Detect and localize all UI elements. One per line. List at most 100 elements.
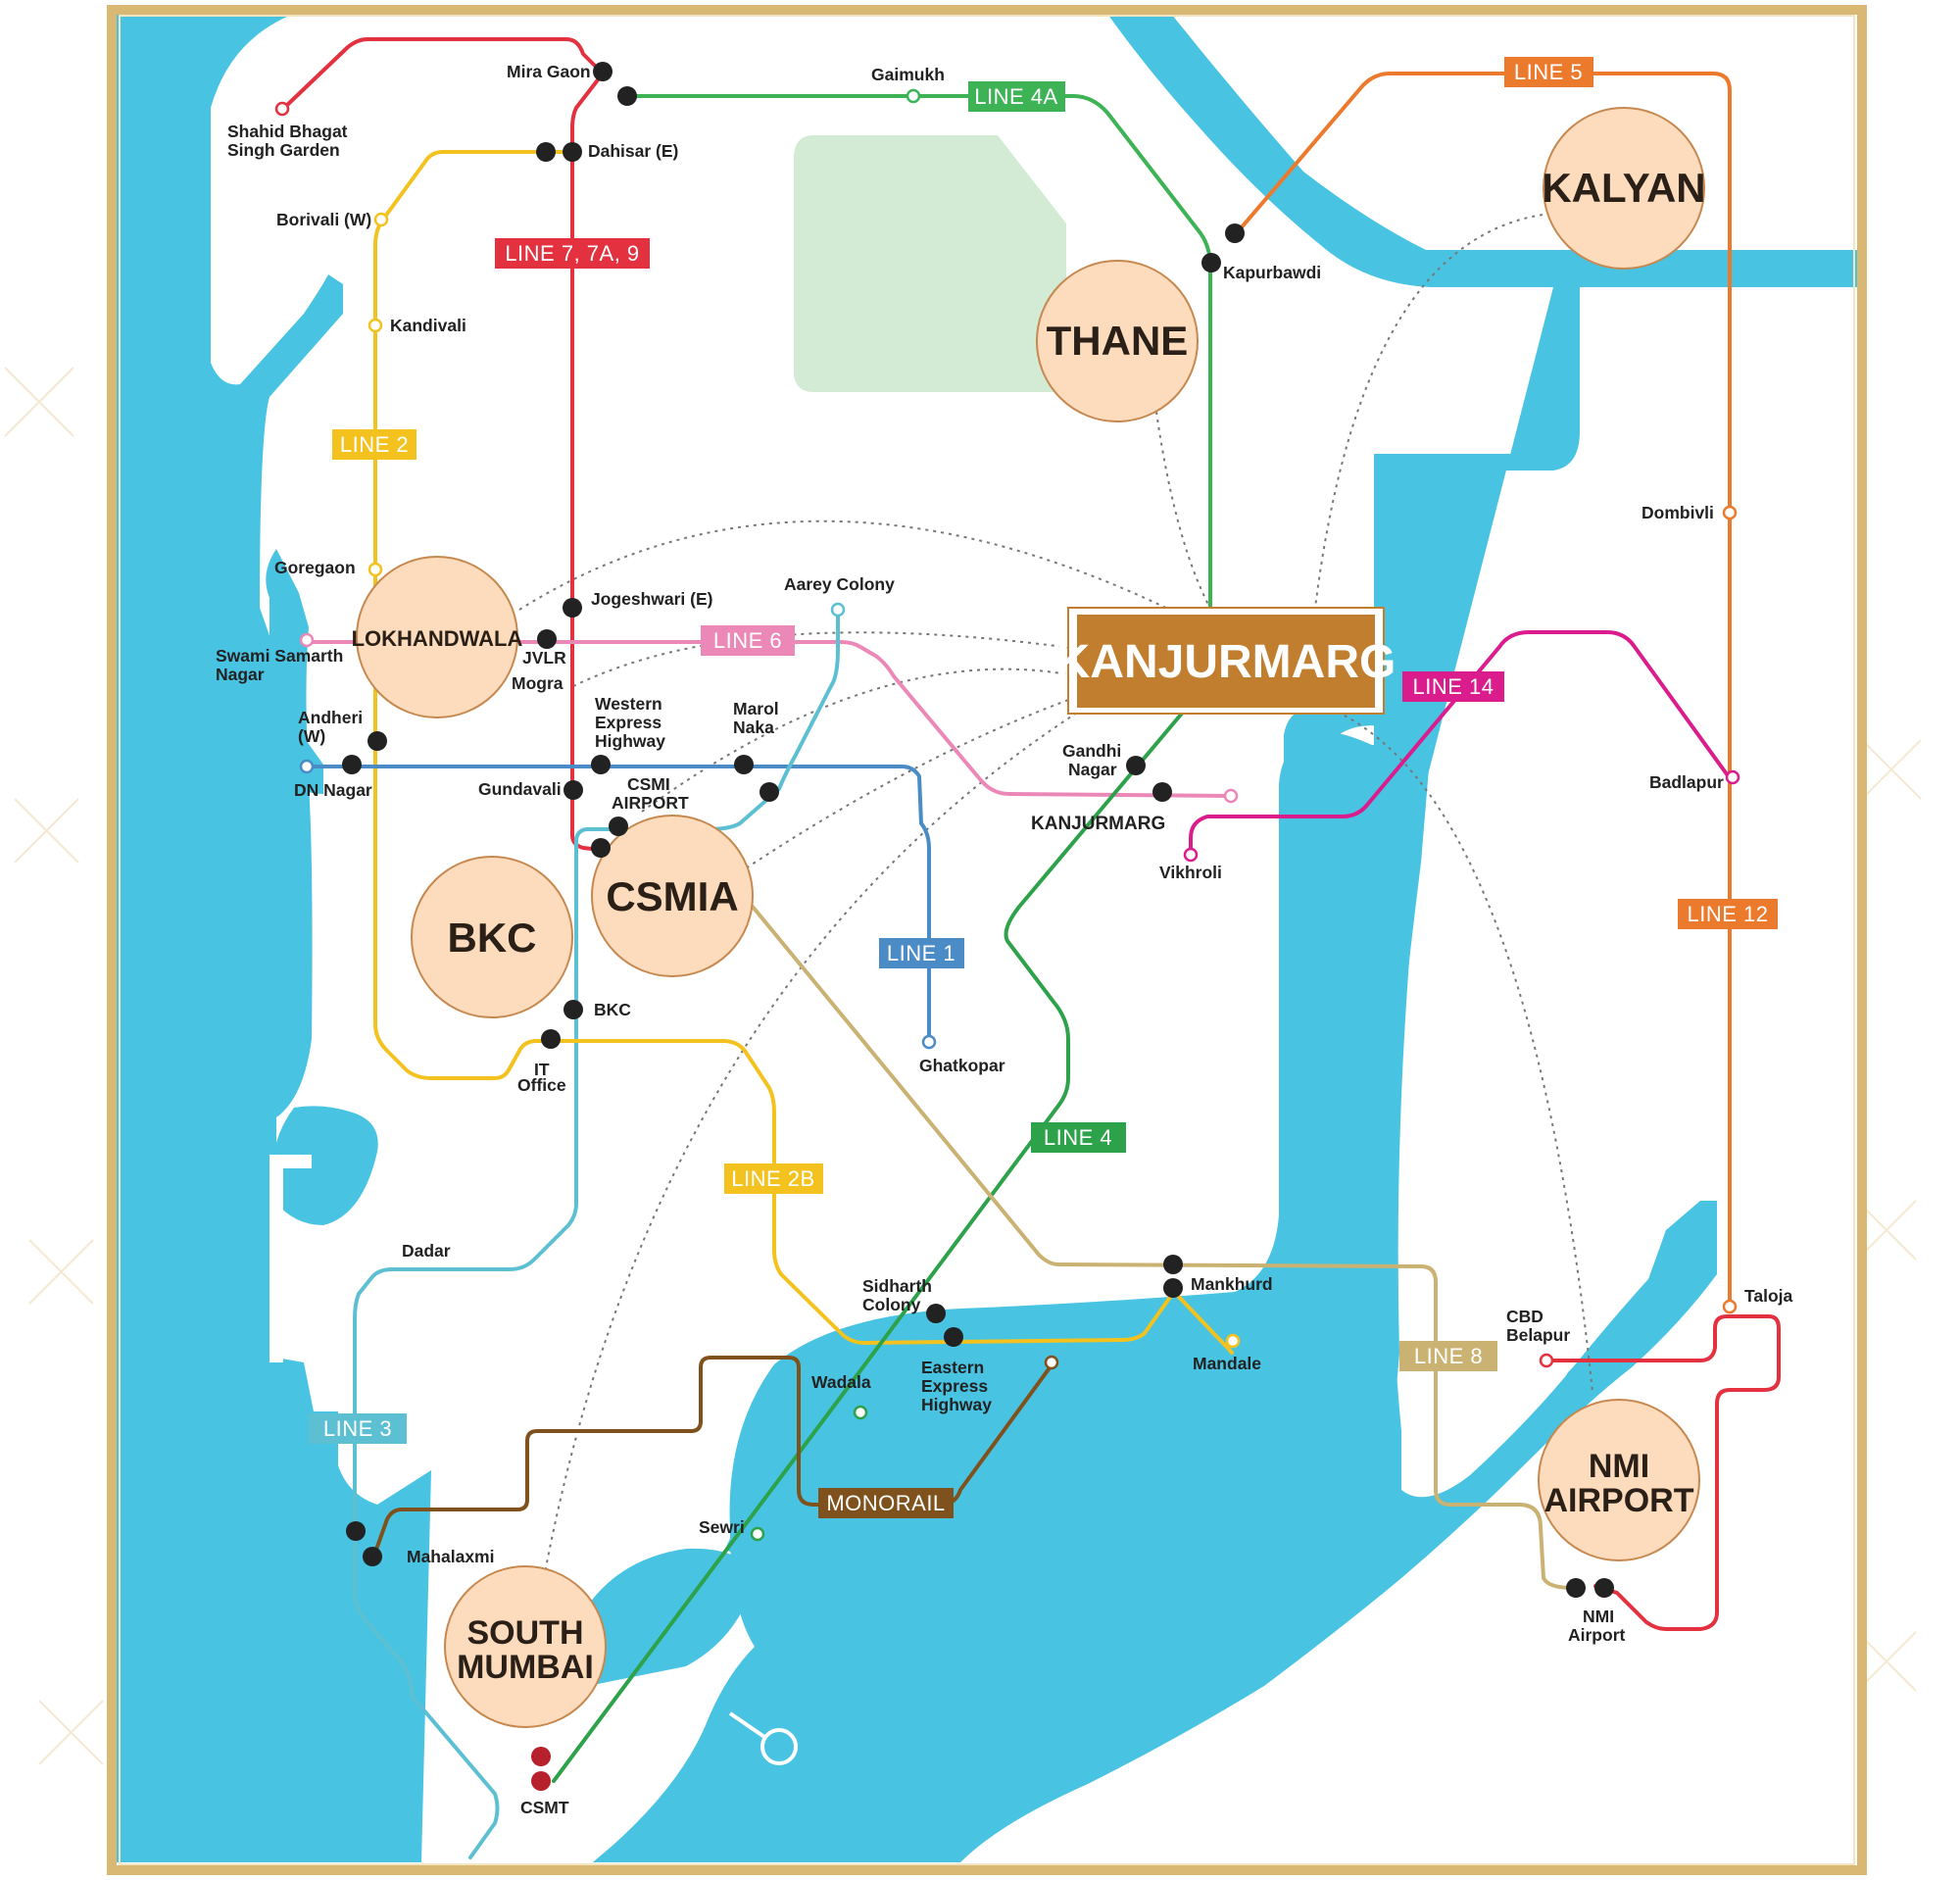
marker-wadala[interactable] [853, 1405, 868, 1420]
hub-south-mumbai-label-1: SOUTH [467, 1614, 584, 1652]
marker-csmt-2[interactable] [531, 1771, 551, 1791]
tag-line-4a[interactable]: LINE 4A [968, 81, 1065, 112]
tag-line-2[interactable]: LINE 2 [332, 429, 416, 460]
marker-mankhurd-2[interactable] [1163, 1278, 1183, 1298]
marker-mira-gaon-1[interactable] [593, 62, 612, 81]
hub-bkc-label: BKC [448, 915, 537, 961]
tag-line-7[interactable]: LINE 7, 7A, 9 [495, 238, 650, 269]
label-andheri-2: (W) [298, 726, 325, 746]
marker-gandhi-nagar-1[interactable] [1126, 756, 1146, 775]
hub-nmi-label-1: NMI [1589, 1448, 1649, 1485]
line-3-route [353, 608, 840, 1859]
focus-kanjurmarg[interactable]: KANJURMARG [1056, 607, 1396, 715]
hub-thane[interactable]: THANE [1036, 260, 1199, 422]
label-marol-1: Marol [733, 699, 779, 718]
hubs: KALYAN THANE LOKHANDWALA BKC CSMIA SOUTH… [352, 107, 1706, 1728]
tag-line-1[interactable]: LINE 1 [879, 938, 964, 968]
marker-dombivli[interactable] [1722, 505, 1738, 520]
label-eeh-2: Express [921, 1376, 988, 1396]
marker-weh[interactable] [591, 755, 611, 774]
line-14-route [1189, 630, 1732, 857]
marker-kanjurmarg[interactable] [1223, 788, 1239, 804]
tag-line-2b[interactable]: LINE 2B [724, 1163, 823, 1194]
line-2-route [373, 150, 1234, 1355]
svg-text:LINE 8: LINE 8 [1414, 1344, 1483, 1368]
marker-borivali[interactable] [373, 212, 389, 227]
marker-andheri-1[interactable] [368, 731, 387, 751]
tag-line-6[interactable]: LINE 6 [701, 625, 795, 656]
hub-nmi-airport[interactable]: NMI AIRPORT [1538, 1399, 1700, 1561]
tag-line-3[interactable]: LINE 3 [309, 1413, 407, 1444]
marker-gundavali[interactable] [564, 780, 583, 800]
marker-vikhroli[interactable] [1183, 847, 1199, 863]
tag-monorail[interactable]: MONORAIL [818, 1488, 954, 1518]
marker-dahisar-1[interactable] [536, 142, 556, 162]
marker-andheri-2[interactable] [342, 755, 362, 774]
tag-line-4[interactable]: LINE 4 [1031, 1122, 1126, 1153]
marker-csmi-1[interactable] [609, 816, 628, 836]
label-jogeshwari: Jogeshwari (E) [591, 589, 712, 609]
hub-kalyan[interactable]: KALYAN [1542, 107, 1706, 270]
hub-bkc[interactable]: BKC [411, 856, 573, 1018]
marker-csmt-1[interactable] [531, 1747, 551, 1766]
marker-bkc-1[interactable] [564, 1000, 583, 1019]
marker-sewri[interactable] [750, 1526, 765, 1542]
creek-ne [1107, 14, 1857, 287]
terminal-markers [274, 88, 1740, 1542]
marker-dahisar-2[interactable] [563, 142, 582, 162]
hub-lokhandwala-label: LOKHANDWALA [352, 626, 523, 651]
marker-jvlr[interactable] [537, 629, 557, 649]
svg-text:LINE 2B: LINE 2B [731, 1166, 814, 1191]
marker-mira-gaon-2[interactable] [617, 86, 637, 106]
marker-aarey[interactable] [830, 602, 846, 618]
label-mandale: Mandale [1193, 1354, 1261, 1373]
label-it-1: IT [534, 1060, 550, 1079]
marker-taloja[interactable] [1722, 1299, 1738, 1314]
marker-sidharth[interactable] [926, 1304, 946, 1323]
marker-ghatkopar[interactable] [921, 1034, 937, 1050]
label-badlapur: Badlapur [1649, 772, 1724, 792]
marker-nmi-2[interactable] [1594, 1578, 1614, 1598]
tag-line-5[interactable]: LINE 5 [1504, 57, 1593, 87]
marker-eeh[interactable] [944, 1327, 963, 1347]
label-shahid-2: Singh Garden [227, 140, 340, 160]
marker-shahid[interactable] [274, 101, 290, 117]
west-coast-water [116, 14, 431, 1862]
label-mogra: Mogra [512, 673, 564, 693]
line-4-route [552, 707, 1188, 1783]
line-1-route [305, 765, 931, 1044]
marker-jogeshwari[interactable] [563, 598, 582, 618]
label-borivali: Borivali (W) [276, 210, 371, 229]
tag-line-12[interactable]: LINE 12 [1678, 899, 1778, 929]
label-eeh-3: Highway [921, 1395, 992, 1414]
marker-cbd[interactable] [1539, 1353, 1554, 1368]
marker-csmi-2[interactable] [591, 838, 611, 858]
marker-dn-nagar[interactable] [299, 759, 315, 774]
marker-marol-2[interactable] [760, 782, 779, 802]
marker-swami[interactable] [299, 632, 315, 648]
marker-mahalaxmi-1[interactable] [346, 1521, 366, 1541]
marker-mahalaxmi-2[interactable] [363, 1547, 382, 1566]
hub-csmia[interactable]: CSMIA [591, 815, 754, 977]
label-andheri-1: Andheri [298, 708, 363, 727]
tag-line-8[interactable]: LINE 8 [1399, 1341, 1497, 1371]
marker-gandhi-nagar-2[interactable] [1152, 782, 1172, 802]
marker-nmi-1[interactable] [1566, 1578, 1586, 1598]
hub-south-mumbai[interactable]: SOUTH MUMBAI [444, 1565, 607, 1728]
label-sewri: Sewri [699, 1517, 745, 1537]
marker-badlapur[interactable] [1725, 769, 1740, 785]
hub-lokhandwala[interactable]: LOKHANDWALA [352, 556, 523, 718]
marker-bkc-2[interactable] [541, 1029, 561, 1049]
marker-mandale[interactable] [1225, 1333, 1241, 1349]
marker-kapurbawdi-1[interactable] [1225, 223, 1245, 243]
marker-mankhurd-1[interactable] [1163, 1255, 1183, 1274]
marker-monorail-end[interactable] [1044, 1355, 1059, 1370]
marker-kapurbawdi-2[interactable] [1201, 253, 1221, 272]
marker-marol-1[interactable] [734, 755, 754, 774]
marker-goregaon[interactable] [368, 562, 383, 577]
lagoon-west [271, 1106, 378, 1225]
label-gundavali: Gundavali [478, 779, 562, 799]
tag-line-14[interactable]: LINE 14 [1402, 671, 1504, 702]
marker-kandivali[interactable] [368, 318, 383, 333]
marker-gaimukh[interactable] [906, 88, 921, 104]
